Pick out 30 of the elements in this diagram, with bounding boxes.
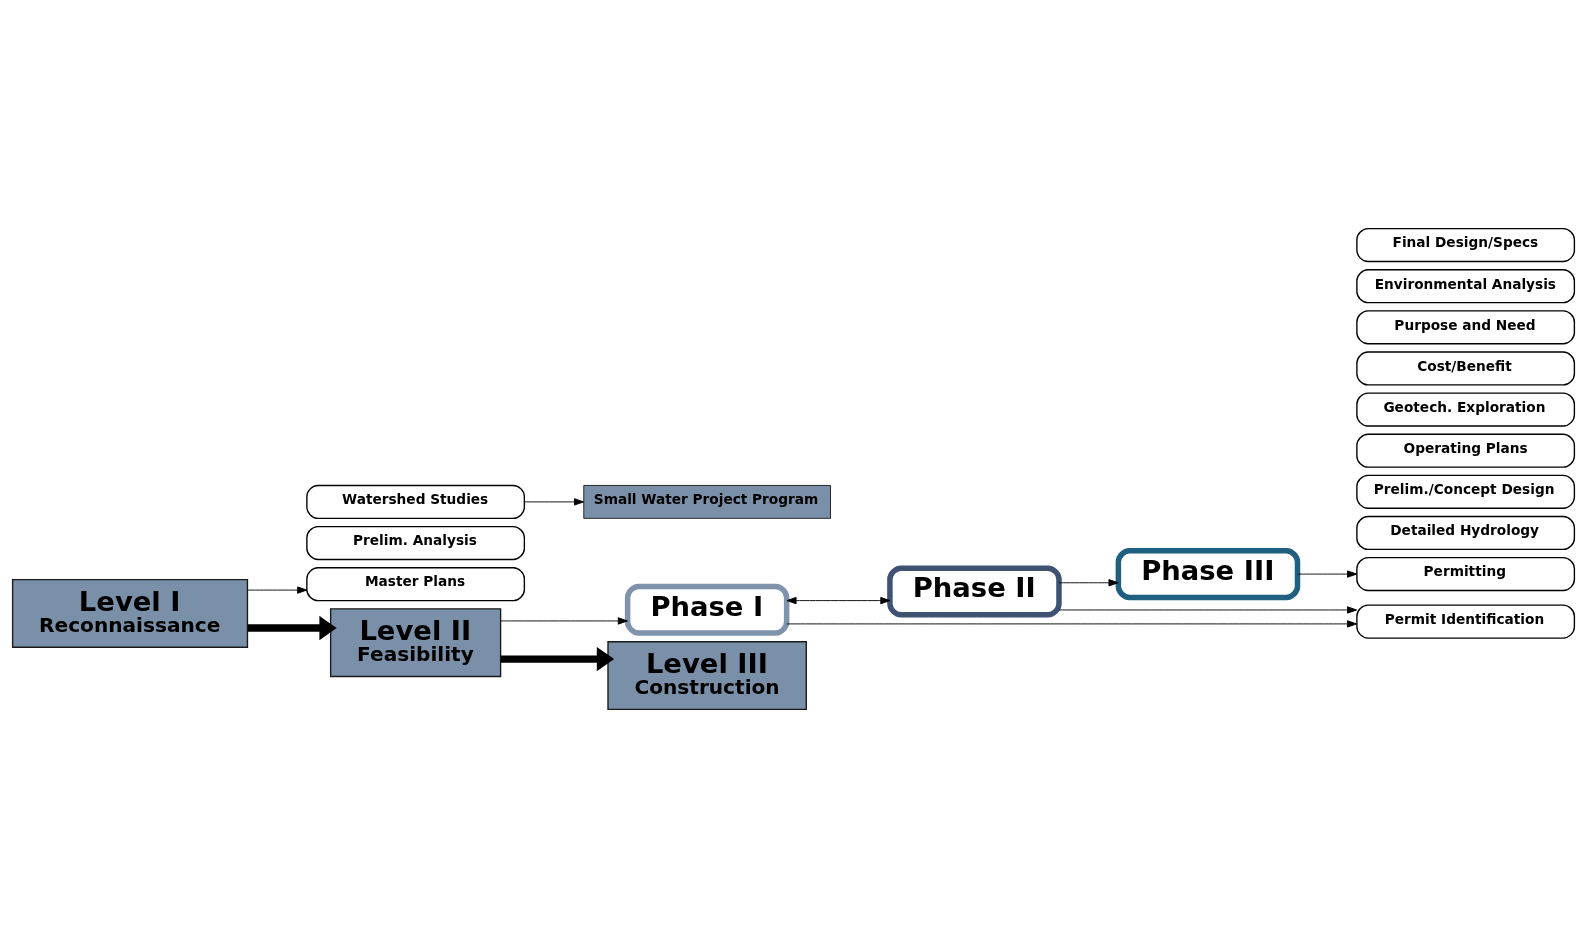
node-box: Prelim. Analysis: [306, 525, 526, 561]
node-box: Phase I: [624, 583, 790, 636]
arrow: [786, 596, 891, 605]
node-box: Cost/Benefit: [1356, 351, 1576, 386]
node-box: Phase II: [887, 565, 1062, 618]
node-box: Permit Identification: [1356, 604, 1576, 639]
node-box: Master Plans: [306, 567, 526, 602]
node-box: Operating Plans: [1356, 433, 1576, 468]
arrow: [247, 586, 308, 594]
node-box: Level II Feasibility: [329, 608, 502, 678]
node-box: Phase III: [1115, 548, 1301, 601]
arrow: [247, 615, 337, 641]
arrow: [500, 617, 628, 625]
node-box: Level I Reconnaissance: [11, 578, 249, 648]
arrow: [1297, 570, 1358, 578]
node-box: Prelim./Concept Design: [1356, 474, 1576, 509]
node-box: Purpose and Need: [1356, 310, 1576, 345]
arrow: [500, 646, 615, 672]
node-box: Geotech. Exploration: [1356, 392, 1576, 427]
arrow: [1058, 579, 1119, 587]
node-box: Detailed Hydrology: [1356, 515, 1576, 551]
node-box: Environmental Analysis: [1356, 269, 1576, 304]
node-box: Final Design/Specs: [1356, 227, 1576, 263]
arrow: [1058, 606, 1358, 614]
node-box: Permitting: [1356, 556, 1576, 592]
arrow: [786, 620, 1358, 628]
node-box: Small Water Project Program: [583, 485, 831, 519]
node-box: Watershed Studies: [306, 484, 526, 520]
node-box: Level III Construction: [607, 641, 807, 711]
arrow: [524, 498, 585, 506]
